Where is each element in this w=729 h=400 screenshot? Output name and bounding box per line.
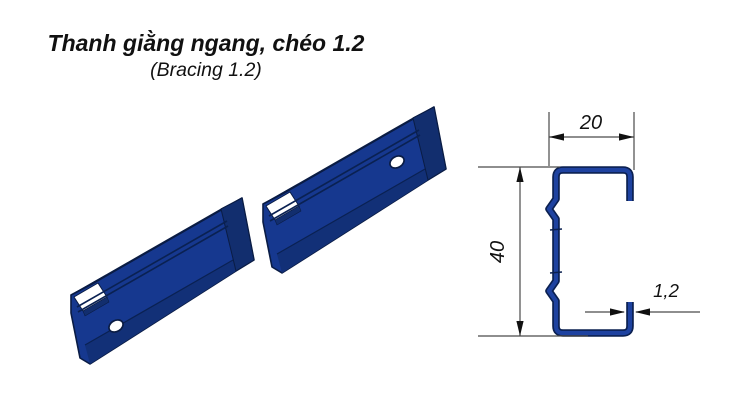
piece-bottom-band bbox=[85, 260, 236, 364]
piece-far-end-cap bbox=[412, 106, 447, 181]
arrowhead-bottom bbox=[516, 321, 524, 336]
piece-opening-inner-edge bbox=[274, 205, 302, 226]
web-break-mark-2 bbox=[549, 271, 563, 274]
drawing-subtitle: (Bracing 1.2) bbox=[150, 59, 262, 82]
piece-top-lip bbox=[262, 183, 299, 205]
title-block: Thanh giằng ngang, chéo 1.2 (Bracing 1.2… bbox=[26, 30, 386, 82]
piece-bottom-band bbox=[277, 169, 428, 273]
bracing-piece-left bbox=[70, 197, 255, 365]
piece-bottom-ridge bbox=[276, 168, 426, 255]
piece-groove-1 bbox=[76, 220, 228, 308]
piece-far-end-cap bbox=[220, 197, 255, 272]
bolt-hole-left bbox=[108, 319, 124, 333]
arrowhead-left bbox=[549, 133, 564, 141]
arrowhead-right bbox=[619, 133, 634, 141]
piece-groove-2 bbox=[269, 134, 421, 222]
web-break-mark-1 bbox=[549, 228, 563, 231]
arrowhead-top bbox=[516, 167, 524, 182]
width-dimension: 20 bbox=[548, 112, 635, 170]
thickness-dimension: 1,2 bbox=[585, 280, 700, 316]
piece-opening-inner-edge bbox=[82, 296, 110, 317]
piece-groove-1 bbox=[268, 129, 420, 217]
bracing-piece-right bbox=[262, 106, 447, 274]
width-value: 20 bbox=[579, 112, 602, 134]
height-value: 40 bbox=[487, 241, 509, 263]
cross-section: 20 40 1,2 bbox=[478, 112, 700, 337]
bolt-hole-right bbox=[389, 155, 405, 169]
arrowhead-inward-left bbox=[635, 308, 650, 316]
arrowhead-inward-right bbox=[610, 308, 625, 316]
piece-top-lip bbox=[70, 274, 107, 296]
piece-groove-2 bbox=[77, 225, 229, 313]
profile-steel bbox=[546, 167, 633, 336]
drawing-title: Thanh giằng ngang, chéo 1.2 bbox=[47, 30, 365, 56]
height-dimension: 40 bbox=[478, 166, 588, 337]
profile-outline bbox=[545, 166, 634, 337]
thickness-value: 1,2 bbox=[653, 280, 679, 301]
